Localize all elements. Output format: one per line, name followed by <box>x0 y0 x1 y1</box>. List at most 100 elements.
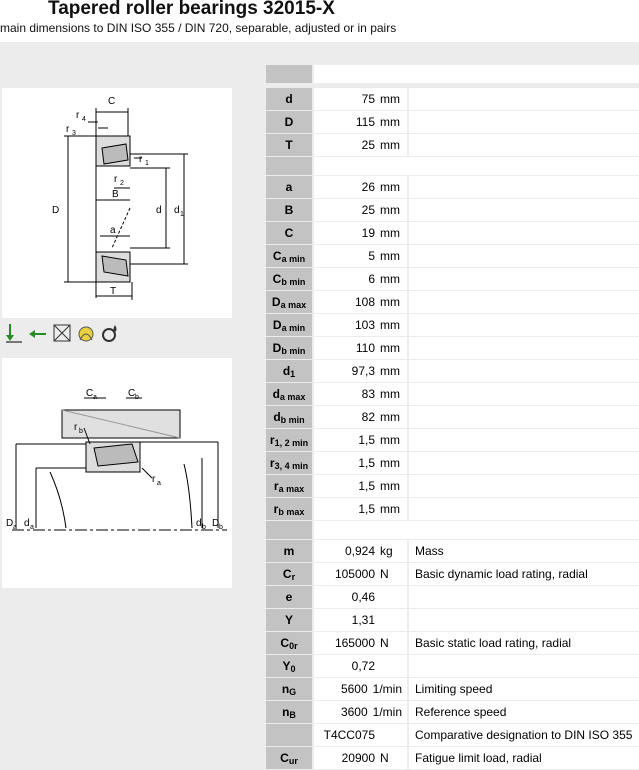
radial-axial-load-icon <box>6 324 22 343</box>
row-symbol-sub: 1, 2 min <box>274 438 309 448</box>
label-db: d <box>196 518 202 529</box>
row-symbol: nG <box>266 678 312 700</box>
row-value: 3600 <box>340 705 368 719</box>
row-unit: 1/min <box>372 682 402 696</box>
label-a: a <box>110 225 116 236</box>
row-description <box>409 222 639 244</box>
row-unit: mm <box>380 272 400 286</box>
row-symbol-sub: a min <box>281 323 306 333</box>
row-unit: mm <box>380 249 400 263</box>
row-description: Limiting speed <box>409 678 639 700</box>
row-value: 82 <box>361 410 375 424</box>
property-icons <box>4 322 120 348</box>
row-value: 83 <box>361 387 375 401</box>
row-description <box>409 245 639 267</box>
label-r4-sub: 4 <box>82 116 86 123</box>
row-unit: mm <box>380 479 400 493</box>
row-symbol-sub: b min <box>281 277 306 287</box>
row-symbol: Cr <box>266 563 312 585</box>
label-da-sub: a <box>30 524 34 531</box>
row-value: T4CC075 <box>323 728 375 742</box>
row-value-cell: 0,46 <box>314 586 407 608</box>
row-value: 0,72 <box>351 659 375 673</box>
row-unit: mm <box>380 295 400 309</box>
table-separator <box>266 65 639 83</box>
row-description <box>409 655 639 677</box>
label-rb: r <box>74 422 78 433</box>
row-symbol <box>266 724 312 746</box>
row-value: 115 <box>355 115 375 129</box>
label-Db-sub: b <box>219 524 223 531</box>
row-symbol: rb max <box>266 498 312 520</box>
row-unit: mm <box>380 226 400 240</box>
row-value: 110 <box>355 341 375 355</box>
row-description <box>409 134 639 156</box>
label-Da: D <box>6 518 13 529</box>
row-value: 19 <box>361 226 375 240</box>
row-symbol: Ca min <box>266 245 312 267</box>
row-value: 75 <box>361 92 375 106</box>
label-C: C <box>108 96 115 107</box>
row-symbol: ra max <box>266 475 312 497</box>
row-unit: mm <box>380 433 400 447</box>
row-symbol: Cur <box>266 747 312 769</box>
row-description <box>409 88 639 110</box>
row-description <box>409 498 639 520</box>
label-T: T <box>110 286 116 297</box>
row-value-cell: 19 mm <box>314 222 407 244</box>
row-value: 108 <box>354 295 375 309</box>
row-description <box>409 199 639 221</box>
mounting-dimension-drawing: C a C b r b r a D a d a d b D b <box>2 358 232 588</box>
label-d: d <box>156 205 162 216</box>
row-symbol: r3, 4 min <box>266 452 312 474</box>
label-D: D <box>52 205 59 216</box>
row-symbol-sub: a min <box>281 254 306 264</box>
row-value: 20900 <box>341 751 375 765</box>
heat-icon <box>78 326 94 342</box>
label-B: B <box>112 189 119 200</box>
row-unit: mm <box>380 180 400 194</box>
table-row: T4CC075 Comparative designation to DIN IS… <box>266 724 639 746</box>
row-symbol: nB <box>266 701 312 723</box>
row-symbol-sub: a max <box>278 484 305 494</box>
row-value: 0,924 <box>344 544 375 558</box>
row-unit: mm <box>380 456 400 470</box>
label-Da-sub: a <box>13 524 17 531</box>
row-description: Comparative designation to DIN ISO 355 <box>409 724 639 746</box>
label-rb-sub: b <box>79 428 83 435</box>
row-symbol: D <box>266 111 312 133</box>
row-symbol: Da max <box>266 291 312 313</box>
row-description <box>409 176 639 198</box>
row-symbol-sub: ur <box>288 756 298 766</box>
label-r2: r <box>114 174 118 185</box>
table-row: Y 1,31 <box>266 609 639 631</box>
row-value: 1,31 <box>351 613 375 627</box>
row-description <box>409 475 639 497</box>
row-symbol-sub: b min <box>280 415 305 425</box>
table-separator <box>266 521 639 539</box>
row-symbol: Y <box>266 609 312 631</box>
